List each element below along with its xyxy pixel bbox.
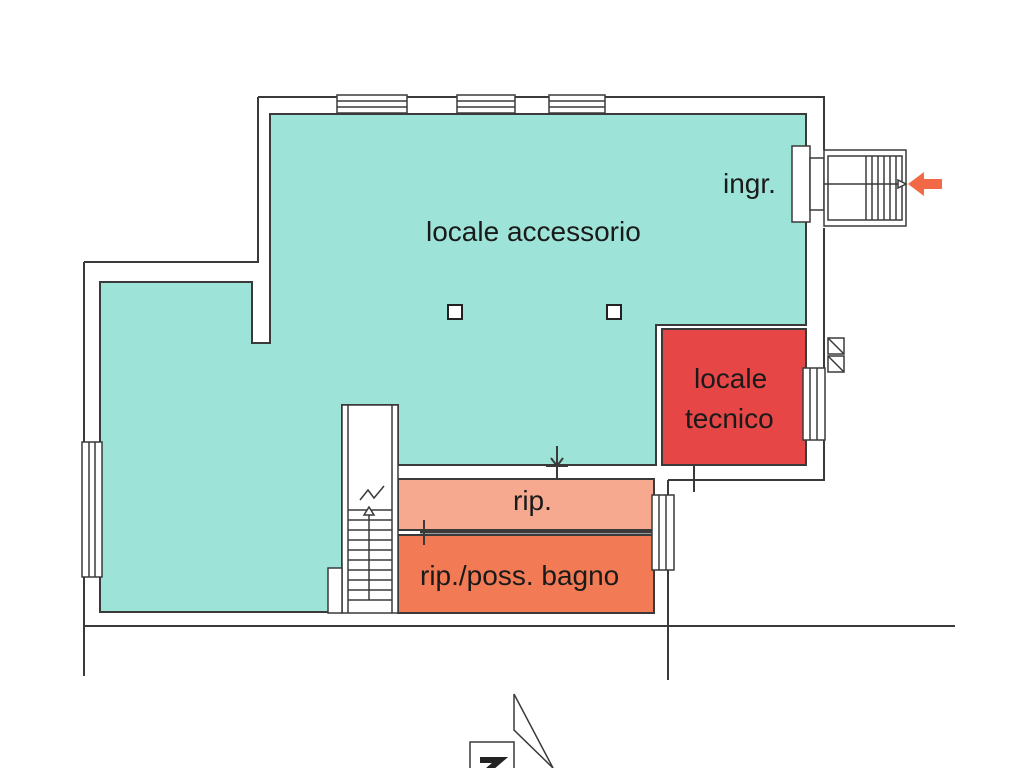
label-rip-poss-bagno: rip./poss. bagno (420, 560, 619, 591)
label-locale-tecnico-line2: tecnico (685, 403, 774, 434)
entrance-arrow-icon (908, 172, 942, 196)
label-locale-tecnico-line1: locale (694, 363, 767, 394)
window-rip (651, 494, 675, 571)
room-locale-tecnico (661, 328, 807, 466)
column-marker (606, 304, 622, 320)
vent-boxes (827, 337, 845, 373)
door-marker-rip (546, 446, 568, 480)
external-stair (823, 149, 908, 227)
north-arrow-icon (469, 693, 554, 768)
stair-well (327, 404, 399, 614)
window-left (81, 441, 103, 578)
windows-top (336, 94, 606, 114)
window-tecnico (802, 367, 826, 441)
label-rip: rip. (513, 485, 552, 516)
label-locale-accessorio: locale accessorio (426, 216, 641, 247)
exterior-walls (83, 96, 955, 680)
room-rip-poss-bagno (397, 534, 655, 614)
entrance-door (791, 145, 825, 223)
column-marker (447, 304, 463, 320)
label-ingr: ingr. (723, 168, 776, 199)
